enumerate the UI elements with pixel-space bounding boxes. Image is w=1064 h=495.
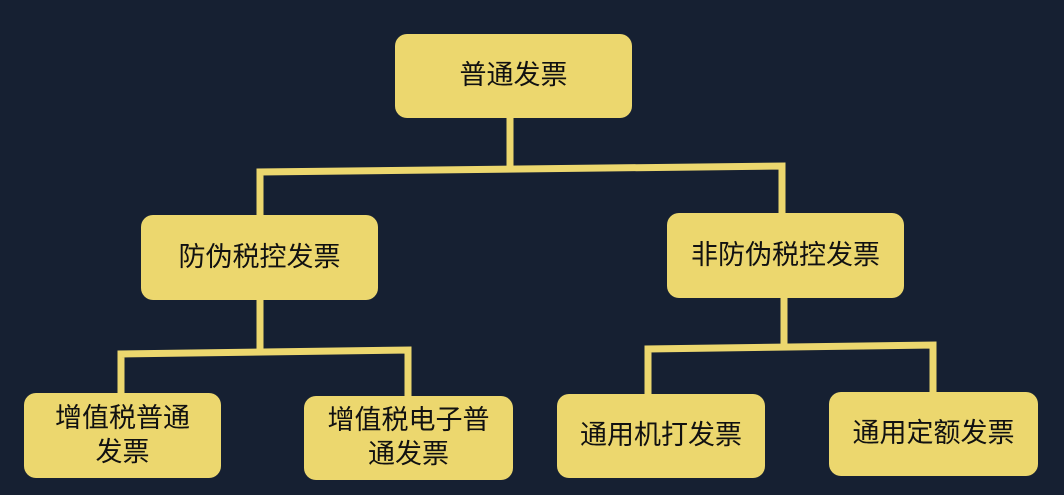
node-leaf-1: 增值税普通发票: [24, 393, 221, 478]
node-branch-right: 非防伪税控发票: [667, 213, 904, 298]
node-leaf-4-label: 通用定额发票: [852, 418, 1015, 449]
node-branch-left-label: 防伪税控发票: [178, 241, 341, 273]
node-root-label: 普通发票: [459, 60, 568, 91]
node-leaf-3: 通用机打发票: [557, 394, 765, 478]
node-leaf-4: 通用定额发票: [829, 392, 1038, 476]
node-root: 普通发票: [395, 34, 632, 118]
connector-right-to-leaves: [644, 341, 937, 398]
node-leaf-2-label: 增值税电子普通发票: [327, 405, 490, 470]
node-branch-left: 防伪税控发票: [141, 215, 378, 300]
connector-left-to-leaves: [117, 346, 412, 400]
connector-root-to-branches: [256, 162, 786, 219]
node-leaf-1-label: 增值税普通发票: [55, 402, 190, 468]
node-branch-right-label: 非防伪税控发票: [691, 239, 880, 271]
node-leaf-2: 增值税电子普通发票: [304, 396, 513, 480]
node-leaf-3-label: 通用机打发票: [580, 420, 742, 451]
